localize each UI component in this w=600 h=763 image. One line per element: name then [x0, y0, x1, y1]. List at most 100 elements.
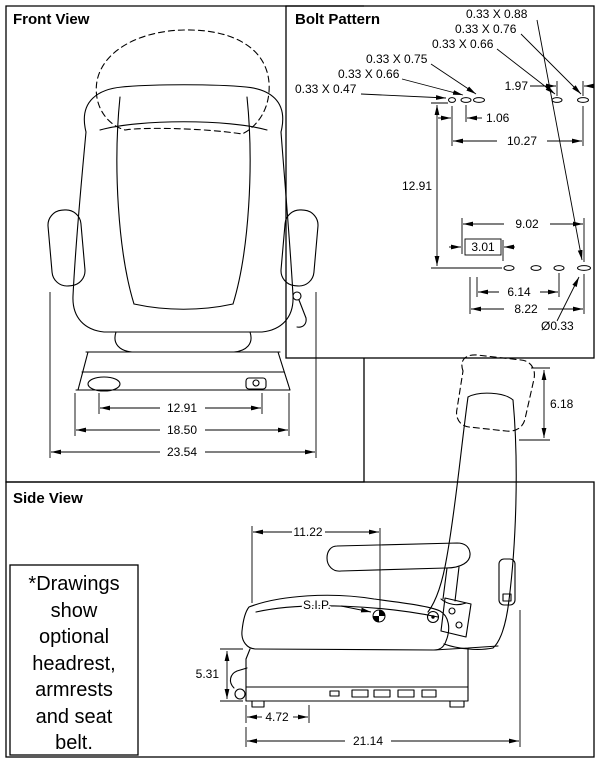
- extension-line: [556, 81, 584, 96]
- base-foot: [251, 700, 265, 708]
- bolt-slot: [448, 97, 456, 103]
- suspension-base: [75, 351, 291, 391]
- leader-line: [401, 78, 464, 96]
- leader-line: [496, 48, 556, 95]
- left-foot-pad: [87, 376, 121, 392]
- base-vent: [397, 689, 415, 698]
- extension-line: [451, 106, 584, 146]
- slot-size-label: 0.33 X 0.47: [295, 82, 357, 96]
- basic-dim-frame: [464, 238, 502, 256]
- sip-target-quadrant: [373, 616, 379, 622]
- extension-line: [461, 218, 585, 262]
- front-dim-outer: 23.54: [167, 445, 197, 459]
- leader-line: [360, 93, 447, 100]
- side-view-box-border: [5, 481, 595, 758]
- bolt-slot: [503, 265, 515, 271]
- note-line: armrests: [35, 679, 113, 701]
- leader-line: [520, 33, 582, 95]
- front-view-drawing: [47, 29, 319, 392]
- leader-line: [430, 63, 477, 95]
- seat-belt-mount: [292, 291, 302, 301]
- sip-label: S.I.P.: [303, 598, 331, 612]
- headrest-outline: [95, 29, 270, 135]
- right-armrest: [280, 209, 319, 287]
- recline-bracket: [440, 597, 472, 638]
- seat-belt-strap: [296, 299, 307, 328]
- base-vent: [421, 689, 437, 698]
- side-dim-armrest-reach: 11.22: [293, 525, 322, 539]
- bolt-dim-hole-diameter: Ø0.33: [541, 319, 574, 333]
- backrest-top-edge: [467, 392, 514, 401]
- extension-line: [251, 526, 381, 609]
- backrest-bottom-seam: [133, 303, 234, 310]
- front-view-dimensions: 12.91 18.50 23.54: [49, 292, 317, 461]
- front-dim-inner: 12.91: [167, 401, 197, 415]
- base-vent: [329, 690, 340, 697]
- bolt-dim-pair-spacing: 1.97: [505, 79, 529, 93]
- extension-line: [476, 273, 560, 297]
- slot-size-label: 0.33 X 0.66: [432, 37, 494, 51]
- cushion-seam: [255, 605, 439, 618]
- adjust-lever-knob: [234, 688, 246, 700]
- extension-line: [220, 648, 243, 702]
- backrest-front-edge: [427, 396, 469, 613]
- note-line: headrest,: [32, 653, 115, 675]
- leader-line: [556, 276, 580, 322]
- side-dim-base-height: 5.31: [196, 667, 220, 681]
- seat-belt-retractor: [498, 558, 516, 606]
- side-dim-headrest-height: 6.18: [550, 397, 574, 411]
- bolt-slot: [577, 97, 589, 103]
- backrest-outline: [72, 84, 294, 333]
- bolt-pattern-box-border: [285, 5, 595, 359]
- base-foot: [449, 700, 465, 708]
- bolt-dim-span-d: 8.22: [514, 302, 538, 316]
- backrest-right-seam: [232, 96, 251, 305]
- right-adjuster-bolt: [252, 379, 260, 387]
- adjust-lever: [229, 667, 248, 689]
- extension-line: [469, 274, 585, 314]
- bolt-slot: [553, 265, 565, 271]
- base-vent: [351, 689, 369, 698]
- side-dim-front-offset: 4.72: [265, 710, 289, 724]
- front-view-title: Front View: [13, 11, 90, 28]
- note-line: optional: [39, 626, 109, 648]
- extension-line: [245, 610, 521, 747]
- slot-size-label: 0.33 X 0.88: [466, 7, 528, 21]
- note-line: and seat: [36, 706, 113, 728]
- note-line: *Drawings: [28, 573, 119, 595]
- slot-size-label: 0.33 X 0.66: [338, 67, 400, 81]
- bracket-hole: [448, 607, 456, 615]
- seat-belt-slot: [502, 593, 512, 602]
- side-view-drawing: [229, 354, 535, 708]
- front-dim-middle: 18.50: [167, 423, 197, 437]
- sip-target-quadrant: [379, 610, 385, 616]
- bolt-slot: [460, 97, 472, 103]
- bolt-dim-span-c: 6.14: [507, 285, 531, 299]
- bolt-slot: [530, 265, 542, 271]
- bolt-dim-row-gap: 12.91: [402, 179, 432, 193]
- slot-size-label: 0.33 X 0.75: [366, 52, 428, 66]
- extension-line: [49, 292, 317, 458]
- side-dim-overall-length: 21.14: [353, 734, 383, 748]
- bolt-slot: [577, 265, 591, 271]
- right-adjuster-knob: [245, 377, 267, 390]
- note-line: belt.: [55, 732, 93, 754]
- left-armrest: [47, 209, 86, 287]
- bolt-slot: [551, 97, 563, 103]
- extension-line: [98, 393, 263, 414]
- backrest-left-seam: [116, 96, 135, 305]
- cushion-side-outline: [241, 594, 450, 651]
- slot-size-label: 0.33 X 0.76: [455, 22, 517, 36]
- side-view-dimensions: 6.18 11.22 S.I.P. 5.31 4.72 21.14: [194, 367, 575, 750]
- extension-line: [245, 705, 310, 723]
- bolt-dim-small-spacing: 1.06: [486, 111, 510, 125]
- leader-line: [340, 605, 372, 613]
- bolt-dim-span-a: 9.02: [515, 217, 539, 231]
- base-side-outline: [245, 645, 499, 702]
- backrest-top-seam: [99, 121, 268, 131]
- headrest-side-outline: [456, 354, 535, 432]
- leader-line: [536, 19, 583, 261]
- note-box: [9, 564, 139, 756]
